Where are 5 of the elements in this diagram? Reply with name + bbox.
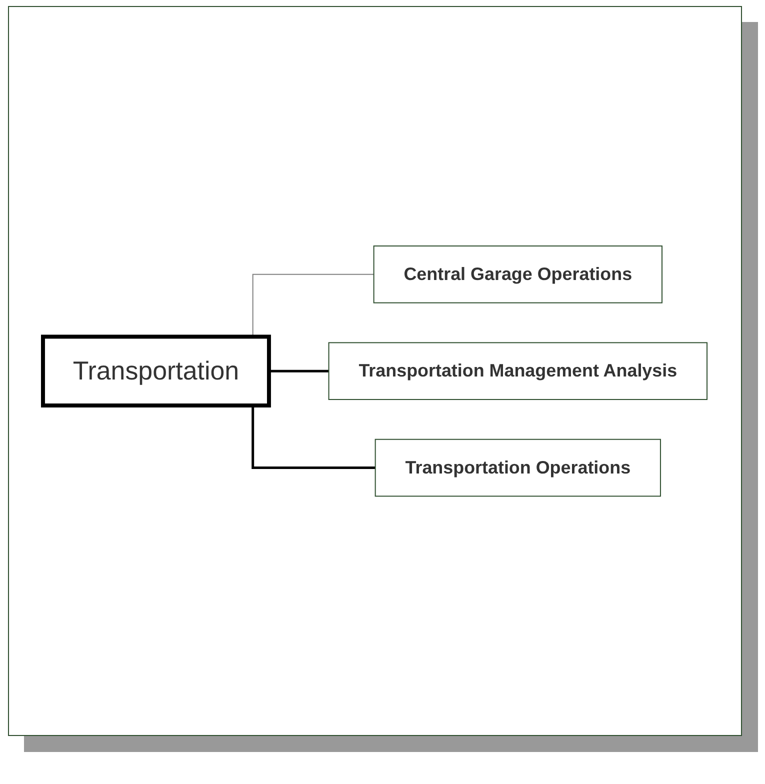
node-box	[41, 334, 271, 408]
node-box	[374, 438, 661, 497]
node-box	[328, 342, 708, 400]
connector	[268, 370, 329, 372]
node-box	[373, 245, 662, 304]
